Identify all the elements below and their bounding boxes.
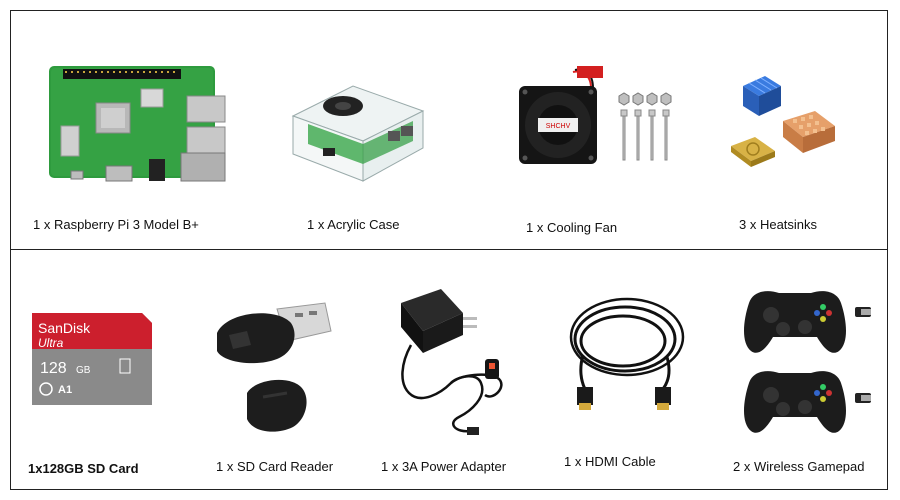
item-power-adapter <box>381 283 521 443</box>
acrylic-case-image <box>291 85 425 182</box>
sd-card-class-mark: A1 <box>58 384 72 396</box>
label-heatsinks: 3 x Heatsinks <box>739 217 818 232</box>
label-hdmi-cable: 1 x HDMI Cable <box>564 454 656 469</box>
product-kit-panel: 1 x Raspberry Pi 3 Model B+ 1 x Acrylic … <box>10 10 888 490</box>
raspberry-pi-board-image <box>49 66 226 182</box>
heatsinks-image <box>731 76 835 167</box>
sd-card-unit: GB <box>76 365 91 376</box>
row-divider <box>11 249 887 250</box>
label-raspberry-pi: 1 x Raspberry Pi 3 Model B+ <box>33 217 199 232</box>
fan-sticker-text: SHCHV <box>546 123 571 130</box>
item-sd-card-reader <box>207 301 337 441</box>
sd-card-reader-image <box>217 302 332 432</box>
item-cooling-fan: SHCHV <box>501 66 681 176</box>
item-sd-card: SanDisk Ultra 128 GB A1 <box>30 313 152 405</box>
label-sd-card-reader: 1 x SD Card Reader <box>216 459 334 474</box>
label-acrylic-case: 1 x Acrylic Case <box>307 217 400 232</box>
sd-card-brand: SanDisk <box>38 320 91 336</box>
item-wireless-gamepad <box>743 281 883 446</box>
sd-card-line: Ultra <box>38 336 64 350</box>
item-hdmi-cable <box>559 295 689 415</box>
power-adapter-image <box>401 289 503 435</box>
label-sd-card: 1x128GB SD Card <box>28 461 139 476</box>
item-heatsinks <box>723 71 843 181</box>
sd-card-capacity: 128 <box>40 360 67 377</box>
item-raspberry-pi <box>41 61 231 191</box>
hdmi-cable-image <box>569 297 685 410</box>
cooling-fan-image: SHCHV <box>519 66 672 164</box>
label-wireless-gamepad: 2 x Wireless Gamepad <box>733 459 865 474</box>
item-acrylic-case <box>283 76 433 191</box>
wireless-gamepad-image <box>744 291 871 433</box>
label-cooling-fan: 1 x Cooling Fan <box>526 220 618 235</box>
label-power-adapter: 1 x 3A Power Adapter <box>381 459 507 474</box>
sd-card-image: SanDisk Ultra 128 GB A1 <box>32 313 152 405</box>
